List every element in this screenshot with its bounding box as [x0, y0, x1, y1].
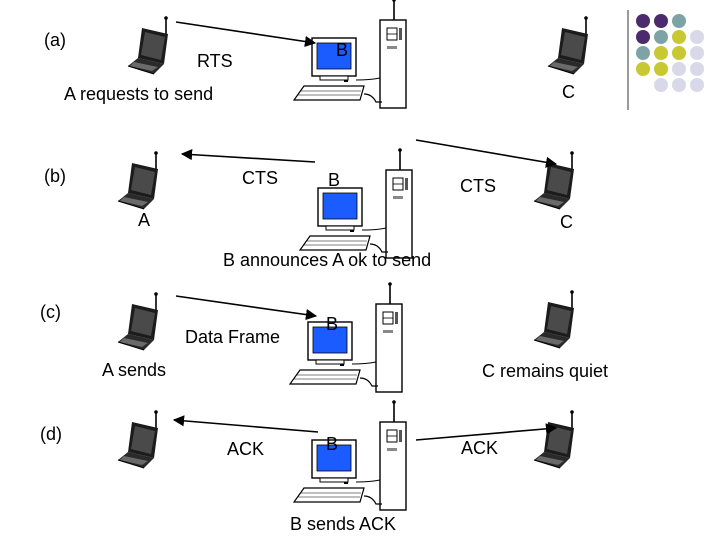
palette-dot: [636, 62, 650, 76]
panel-b-station-b: [299, 147, 413, 259]
panel-a-rts-arrow: [175, 21, 317, 48]
palette-dot: [636, 30, 650, 44]
panel-a-station-c: [547, 15, 589, 75]
palette-dot: [654, 62, 668, 76]
panel-d-ack-arrow-left: [172, 415, 319, 433]
panel-b-station-a: [117, 150, 159, 210]
panel-c-station-a: [117, 291, 159, 351]
panel-d-caption: B sends ACK: [290, 514, 397, 534]
panel-b-node-c-label: C: [560, 212, 573, 232]
panel-c-tag: (c): [40, 302, 61, 322]
panel-b-caption: B announces A ok to send: [223, 250, 432, 270]
palette-dot: [636, 14, 650, 28]
palette-dot: [672, 14, 686, 28]
panel-b-cts-right-label: CTS: [460, 176, 496, 196]
palette-dot: [690, 78, 704, 92]
panel-d-station-a: [117, 409, 159, 469]
panel-c-caption-right: C remains quiet: [482, 361, 609, 381]
palette-dot: [654, 14, 668, 28]
panel-c-data-frame-label: Data Frame: [185, 327, 281, 347]
panel-b-node-a-label: A: [138, 210, 151, 230]
panel-c-station-c: [533, 289, 575, 349]
palette-dot: [690, 30, 704, 44]
panel-a-node-c-label: C: [562, 82, 575, 102]
palette-dot: [672, 62, 686, 76]
panel-d-station-c: [533, 409, 575, 469]
palette-dot: [690, 62, 704, 76]
panel-b-cts-arrow-right: [415, 139, 558, 168]
panel-b-cts-left-label: CTS: [242, 168, 278, 188]
palette-dot: [654, 30, 668, 44]
palette-dot: [672, 46, 686, 60]
panel-b-station-c: [533, 150, 575, 210]
palette-dot: [636, 46, 650, 60]
panel-b-cts-arrow-left: [180, 149, 316, 163]
panel-c-caption-left: A sends: [102, 360, 167, 380]
panel-a-caption: A requests to send: [64, 84, 214, 104]
palette-dot: [690, 46, 704, 60]
panel-c-data-arrow: [175, 295, 318, 321]
panel-d-ack-left-label: ACK: [227, 439, 265, 459]
panel-b-tag: (b): [44, 166, 66, 186]
palette-dot: [672, 30, 686, 44]
panel-a-tag: (a): [44, 30, 66, 50]
panel-d-ack-arrow-right: [415, 423, 558, 441]
panel-a-station-b: [293, 0, 407, 109]
panel-a-rts-label: RTS: [197, 51, 233, 71]
panel-d-node-b-label: B: [326, 434, 339, 454]
panel-d-ack-right-label: ACK: [461, 438, 499, 458]
panel-d-station-b: [293, 399, 407, 511]
palette-dot: [672, 78, 686, 92]
panel-c-station-b: [289, 281, 403, 393]
panel-a-node-b-label: B: [336, 40, 349, 60]
panel-d-tag: (d): [40, 424, 62, 444]
panel-a-station-a: [127, 15, 169, 75]
panel-b-node-b-label: B: [328, 170, 341, 190]
palette-dot: [654, 46, 668, 60]
divider-line: [627, 10, 629, 110]
panel-c-node-b-label: B: [326, 314, 339, 334]
palette-dot: [654, 78, 668, 92]
